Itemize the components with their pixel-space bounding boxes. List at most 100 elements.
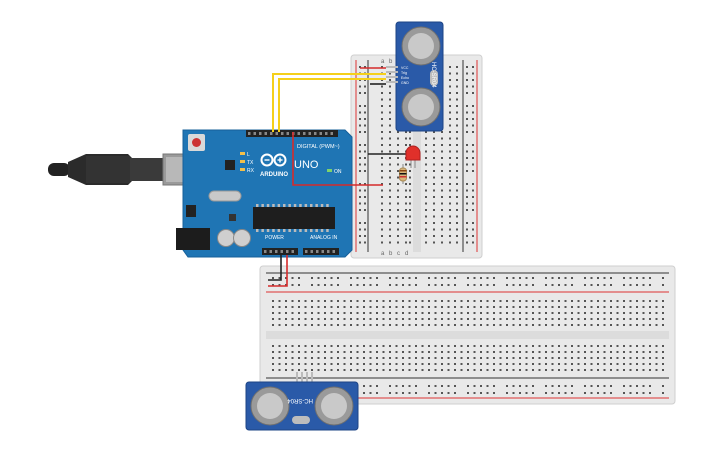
hole: [558, 357, 560, 359]
hole: [278, 351, 281, 353]
hole: [512, 385, 515, 387]
hole: [272, 284, 274, 286]
hole: [636, 300, 638, 302]
wires[interactable]: [268, 67, 408, 287]
hole: [311, 351, 313, 353]
hole: [472, 235, 474, 237]
hole: [466, 163, 468, 166]
sensor-bottom-pins[interactable]: [296, 372, 313, 384]
hole: [571, 385, 573, 387]
hole: [564, 284, 567, 286]
hole: [584, 363, 586, 365]
hole: [532, 357, 534, 359]
hole: [434, 385, 437, 387]
hole: [277, 204, 281, 207]
hole: [610, 306, 612, 308]
hole: [363, 351, 365, 353]
hole: [402, 318, 404, 320]
hole: [564, 318, 567, 320]
hole: [519, 284, 521, 286]
hole: [590, 357, 593, 359]
hole: [571, 357, 573, 359]
hole: [493, 385, 495, 387]
hole: [629, 277, 632, 279]
red-led[interactable]: [405, 145, 421, 168]
hole: [298, 277, 300, 279]
hole: [456, 131, 458, 133]
hole: [408, 392, 411, 394]
hole: [350, 300, 352, 302]
hole: [538, 369, 541, 371]
reset-button-cap[interactable]: [192, 138, 201, 147]
hole: [415, 351, 417, 353]
hole: [405, 235, 407, 237]
hole: [662, 312, 664, 314]
hole: [324, 363, 326, 365]
hole: [454, 385, 456, 387]
wire-yellow-trig[interactable]: [272, 73, 386, 132]
hole: [389, 209, 391, 211]
hole: [499, 306, 502, 308]
hole: [454, 345, 456, 347]
wire-yellow-echo[interactable]: [278, 78, 386, 132]
hole: [532, 318, 534, 320]
hole: [558, 300, 560, 302]
hole: [456, 72, 458, 75]
resistor[interactable]: [399, 164, 407, 184]
hole: [571, 277, 573, 279]
hole: [421, 318, 424, 320]
hole: [364, 196, 366, 198]
hole: [662, 318, 664, 320]
usb-cable[interactable]: [48, 153, 194, 186]
wire-black-gnd-breadboard[interactable]: [268, 255, 282, 281]
hole: [291, 351, 294, 353]
hole: [486, 306, 489, 308]
hole: [571, 392, 573, 394]
hole: [472, 170, 474, 172]
ultrasonic-sensor-bottom[interactable]: HC-SR04: [245, 372, 359, 431]
hole: [545, 306, 547, 308]
sensor-top-pins[interactable]: [386, 66, 398, 83]
hole: [389, 137, 391, 140]
hole: [473, 284, 476, 286]
analog-header[interactable]: [303, 248, 339, 255]
hole: [597, 363, 599, 365]
hole: [662, 363, 664, 365]
hole: [389, 202, 391, 205]
wire-red-5v-breadboard[interactable]: [268, 255, 288, 287]
hole: [636, 392, 638, 394]
hole: [330, 345, 333, 347]
hole: [466, 235, 468, 237]
hole: [480, 345, 482, 347]
hole: [486, 357, 489, 359]
hole: [350, 357, 352, 359]
hole: [408, 363, 411, 365]
hole: [662, 392, 664, 394]
hole: [441, 369, 443, 371]
hole: [433, 196, 435, 198]
hole: [456, 215, 458, 218]
hole: [381, 137, 383, 140]
breadboard-small-letter-b-bottom: b: [389, 251, 393, 257]
power-header[interactable]: [262, 248, 298, 255]
hole: [364, 241, 366, 244]
ultrasonic-sensor-top[interactable]: HC-SR04 VCC Trig Echo GND: [386, 21, 444, 132]
dc-power-jack[interactable]: [176, 228, 210, 250]
hole: [545, 318, 547, 320]
hole: [493, 363, 495, 365]
hole: [499, 369, 502, 371]
breadboard-large-channel: [266, 331, 669, 339]
hole: [472, 150, 474, 153]
hole: [512, 306, 515, 308]
hole: [337, 284, 339, 286]
hole: [466, 85, 468, 88]
hole: [623, 284, 625, 286]
hole: [397, 241, 399, 244]
hole: [449, 209, 451, 211]
arduino-uno-board[interactable]: DIGITAL (PWM~) TX RX L ARDUINO UNO ON: [176, 129, 353, 258]
hole: [272, 277, 274, 279]
hole: [466, 183, 468, 185]
hole: [389, 306, 391, 308]
wire-red-led-signal[interactable]: [292, 132, 383, 186]
